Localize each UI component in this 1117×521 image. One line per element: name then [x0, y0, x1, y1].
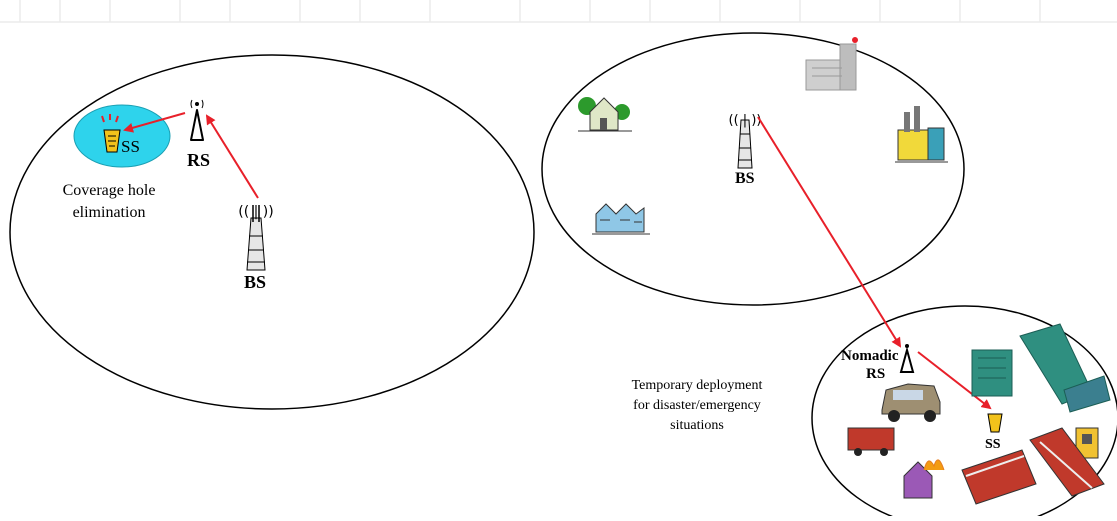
right-caption-line3: situations	[670, 418, 724, 433]
right-scenario: (( | ))	[541, 32, 1117, 521]
header-watermark	[0, 0, 1117, 23]
right-link-nomadic-rs-to-ss	[917, 351, 992, 410]
burning-house-icon	[903, 459, 945, 499]
derailed-train-icon	[961, 427, 1105, 505]
right-ss-label: SS	[985, 437, 1001, 452]
right-bs-tower-icon: (( | ))	[729, 113, 762, 169]
left-bs-tower-icon: (( | ))	[238, 204, 274, 271]
nomadic-coverage-ellipse	[811, 305, 1117, 521]
townhouses-icon	[592, 203, 650, 235]
emergency-phone-icon	[1075, 427, 1099, 459]
right-link-bs-to-nomadic-rs	[757, 116, 902, 348]
coverage-hole-area	[73, 104, 171, 168]
left-link-bs-to-rs	[205, 114, 259, 199]
svg-text:(( | )): (( | ))	[729, 113, 762, 128]
house-trees-icon	[578, 97, 632, 132]
nomadic-rs-tower-icon	[899, 344, 915, 373]
left-scenario: (( | ))	[9, 54, 535, 410]
right-coverage-ellipse	[541, 32, 965, 306]
right-ss-phone-icon	[987, 413, 1003, 433]
nomadic-vehicle-icon	[881, 383, 941, 422]
left-rs-tower-icon	[190, 99, 204, 141]
nomadic-label-line2: RS	[866, 366, 886, 382]
nomadic-label-line1: Nomadic	[841, 348, 899, 364]
right-caption-line2: for disaster/emergency	[633, 398, 761, 413]
svg-text:(( | )): (( | ))	[238, 204, 273, 220]
right-caption-line1: Temporary deployment	[631, 378, 763, 393]
industrial-plant-icon	[895, 106, 948, 163]
left-coverage-ellipse	[9, 54, 535, 410]
left-rs-label: RS	[187, 150, 211, 170]
left-ss-phone-icon	[101, 114, 121, 153]
right-bs-label: BS	[735, 170, 755, 187]
left-caption-line1: Coverage hole	[62, 182, 156, 199]
left-link-rs-to-ss	[123, 112, 186, 133]
left-caption-line2: elimination	[72, 204, 146, 221]
left-bs-label: BS	[244, 272, 267, 292]
collapsed-buildings-icon	[971, 323, 1111, 413]
left-ss-label: SS	[121, 137, 140, 156]
fire-truck-icon	[847, 427, 895, 456]
factory-icon	[805, 37, 858, 91]
